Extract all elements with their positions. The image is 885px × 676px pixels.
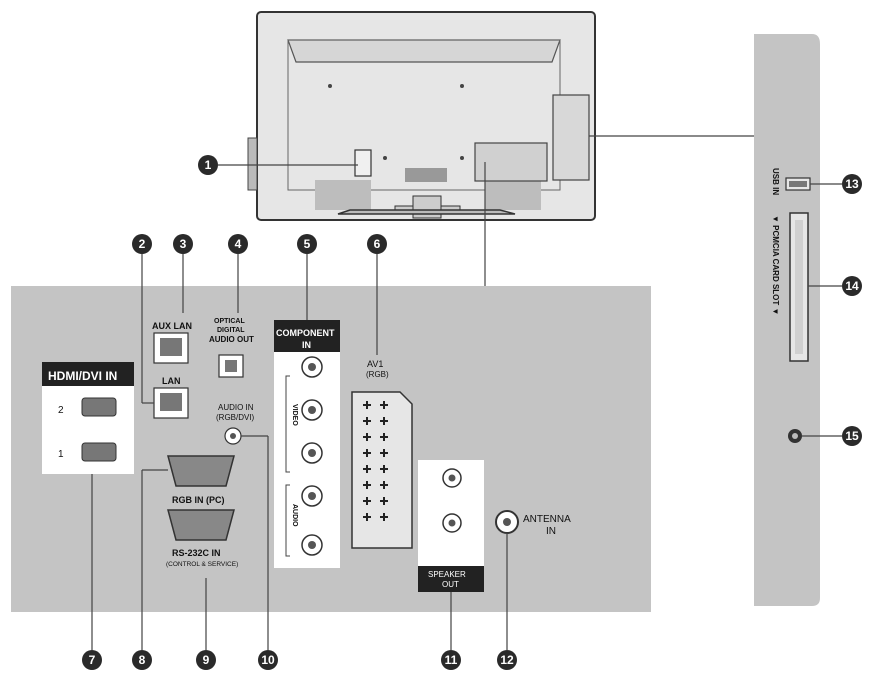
hdmi-label: HDMI/DVI IN — [48, 369, 117, 383]
svg-text:12: 12 — [500, 653, 514, 667]
video-label: VIDEO — [291, 404, 298, 426]
svg-text:6: 6 — [374, 237, 381, 251]
rgb-in-label: RGB IN (PC) — [172, 495, 225, 505]
antenna-label-2: IN — [546, 526, 556, 537]
svg-text:11: 11 — [445, 653, 458, 667]
callouts: 1 2 3 4 5 6 7 8 9 10 11 12 13 14 15 — [82, 155, 862, 670]
svg-text:3: 3 — [180, 237, 187, 251]
hdmi-1-label: 1 — [58, 449, 64, 460]
speaker-label-1: SPEAKER — [428, 570, 466, 579]
tv-back-view — [247, 11, 596, 221]
av1-label-2: (RGB) — [366, 370, 389, 379]
svg-text:8: 8 — [139, 653, 146, 667]
optical-label-2: DIGITAL — [217, 327, 245, 334]
callout-9: 9 — [196, 650, 216, 670]
callout-7: 7 — [82, 650, 102, 670]
callout-11: 11 — [441, 650, 461, 670]
callout-8: 8 — [132, 650, 152, 670]
svg-text:2: 2 — [139, 237, 146, 251]
callout-13: 13 — [842, 174, 862, 194]
rs232-label-1: RS-232C IN — [172, 548, 221, 558]
usb-in-label: USB IN — [771, 168, 780, 195]
callout-15: 15 — [842, 426, 862, 446]
component-jacks — [301, 356, 323, 556]
svg-text:9: 9 — [203, 653, 210, 667]
callout-2: 2 — [132, 234, 152, 254]
av1-label-1: AV1 — [367, 359, 383, 369]
svg-text:14: 14 — [845, 279, 859, 293]
callout-3: 3 — [173, 234, 193, 254]
callout-5: 5 — [297, 234, 317, 254]
hdmi-port-1 — [81, 442, 117, 462]
text-labels: HDMI/DVI IN 2 1 AUX LAN LAN OPTICAL DIGI… — [48, 168, 780, 589]
lan-label: LAN — [162, 376, 181, 386]
rgb-in-port — [167, 455, 235, 487]
antenna-label-1: ANTENNA — [523, 514, 571, 525]
pcmcia-label: ▼ PCMCIA CARD SLOT ▼ — [771, 215, 780, 315]
optical-label-1: OPTICAL — [214, 318, 245, 325]
callout-14: 14 — [842, 276, 862, 296]
svg-text:15: 15 — [845, 429, 859, 443]
svg-text:13: 13 — [845, 177, 859, 191]
audio-in-label-2: (RGB/DVI) — [216, 413, 255, 422]
speaker-label-2: OUT — [442, 580, 459, 589]
rs232-port — [167, 509, 235, 541]
svg-text:4: 4 — [235, 237, 242, 251]
callout-4: 4 — [228, 234, 248, 254]
audio-in-label-1: AUDIO IN — [218, 403, 254, 412]
audio-label: AUDIO — [291, 504, 298, 527]
svg-text:1: 1 — [205, 158, 212, 172]
component-label-2: IN — [302, 340, 311, 350]
side-panel — [754, 34, 820, 606]
rs232-label-2: (CONTROL & SERVICE) — [166, 561, 238, 568]
hdmi-port-2 — [81, 397, 117, 417]
optical-label-3: AUDIO OUT — [209, 335, 254, 344]
leader-lines — [91, 135, 842, 650]
component-label-1: COMPONENT — [276, 328, 335, 338]
callout-12: 12 — [497, 650, 517, 670]
svg-text:5: 5 — [304, 237, 311, 251]
callout-10: 10 — [258, 650, 278, 670]
callout-6: 6 — [367, 234, 387, 254]
rear-panel — [11, 286, 651, 612]
svg-text:7: 7 — [89, 653, 96, 667]
hdmi-2-label: 2 — [58, 405, 64, 416]
svg-text:10: 10 — [261, 653, 275, 667]
aux-lan-label: AUX LAN — [152, 321, 192, 331]
callout-1: 1 — [198, 155, 218, 175]
